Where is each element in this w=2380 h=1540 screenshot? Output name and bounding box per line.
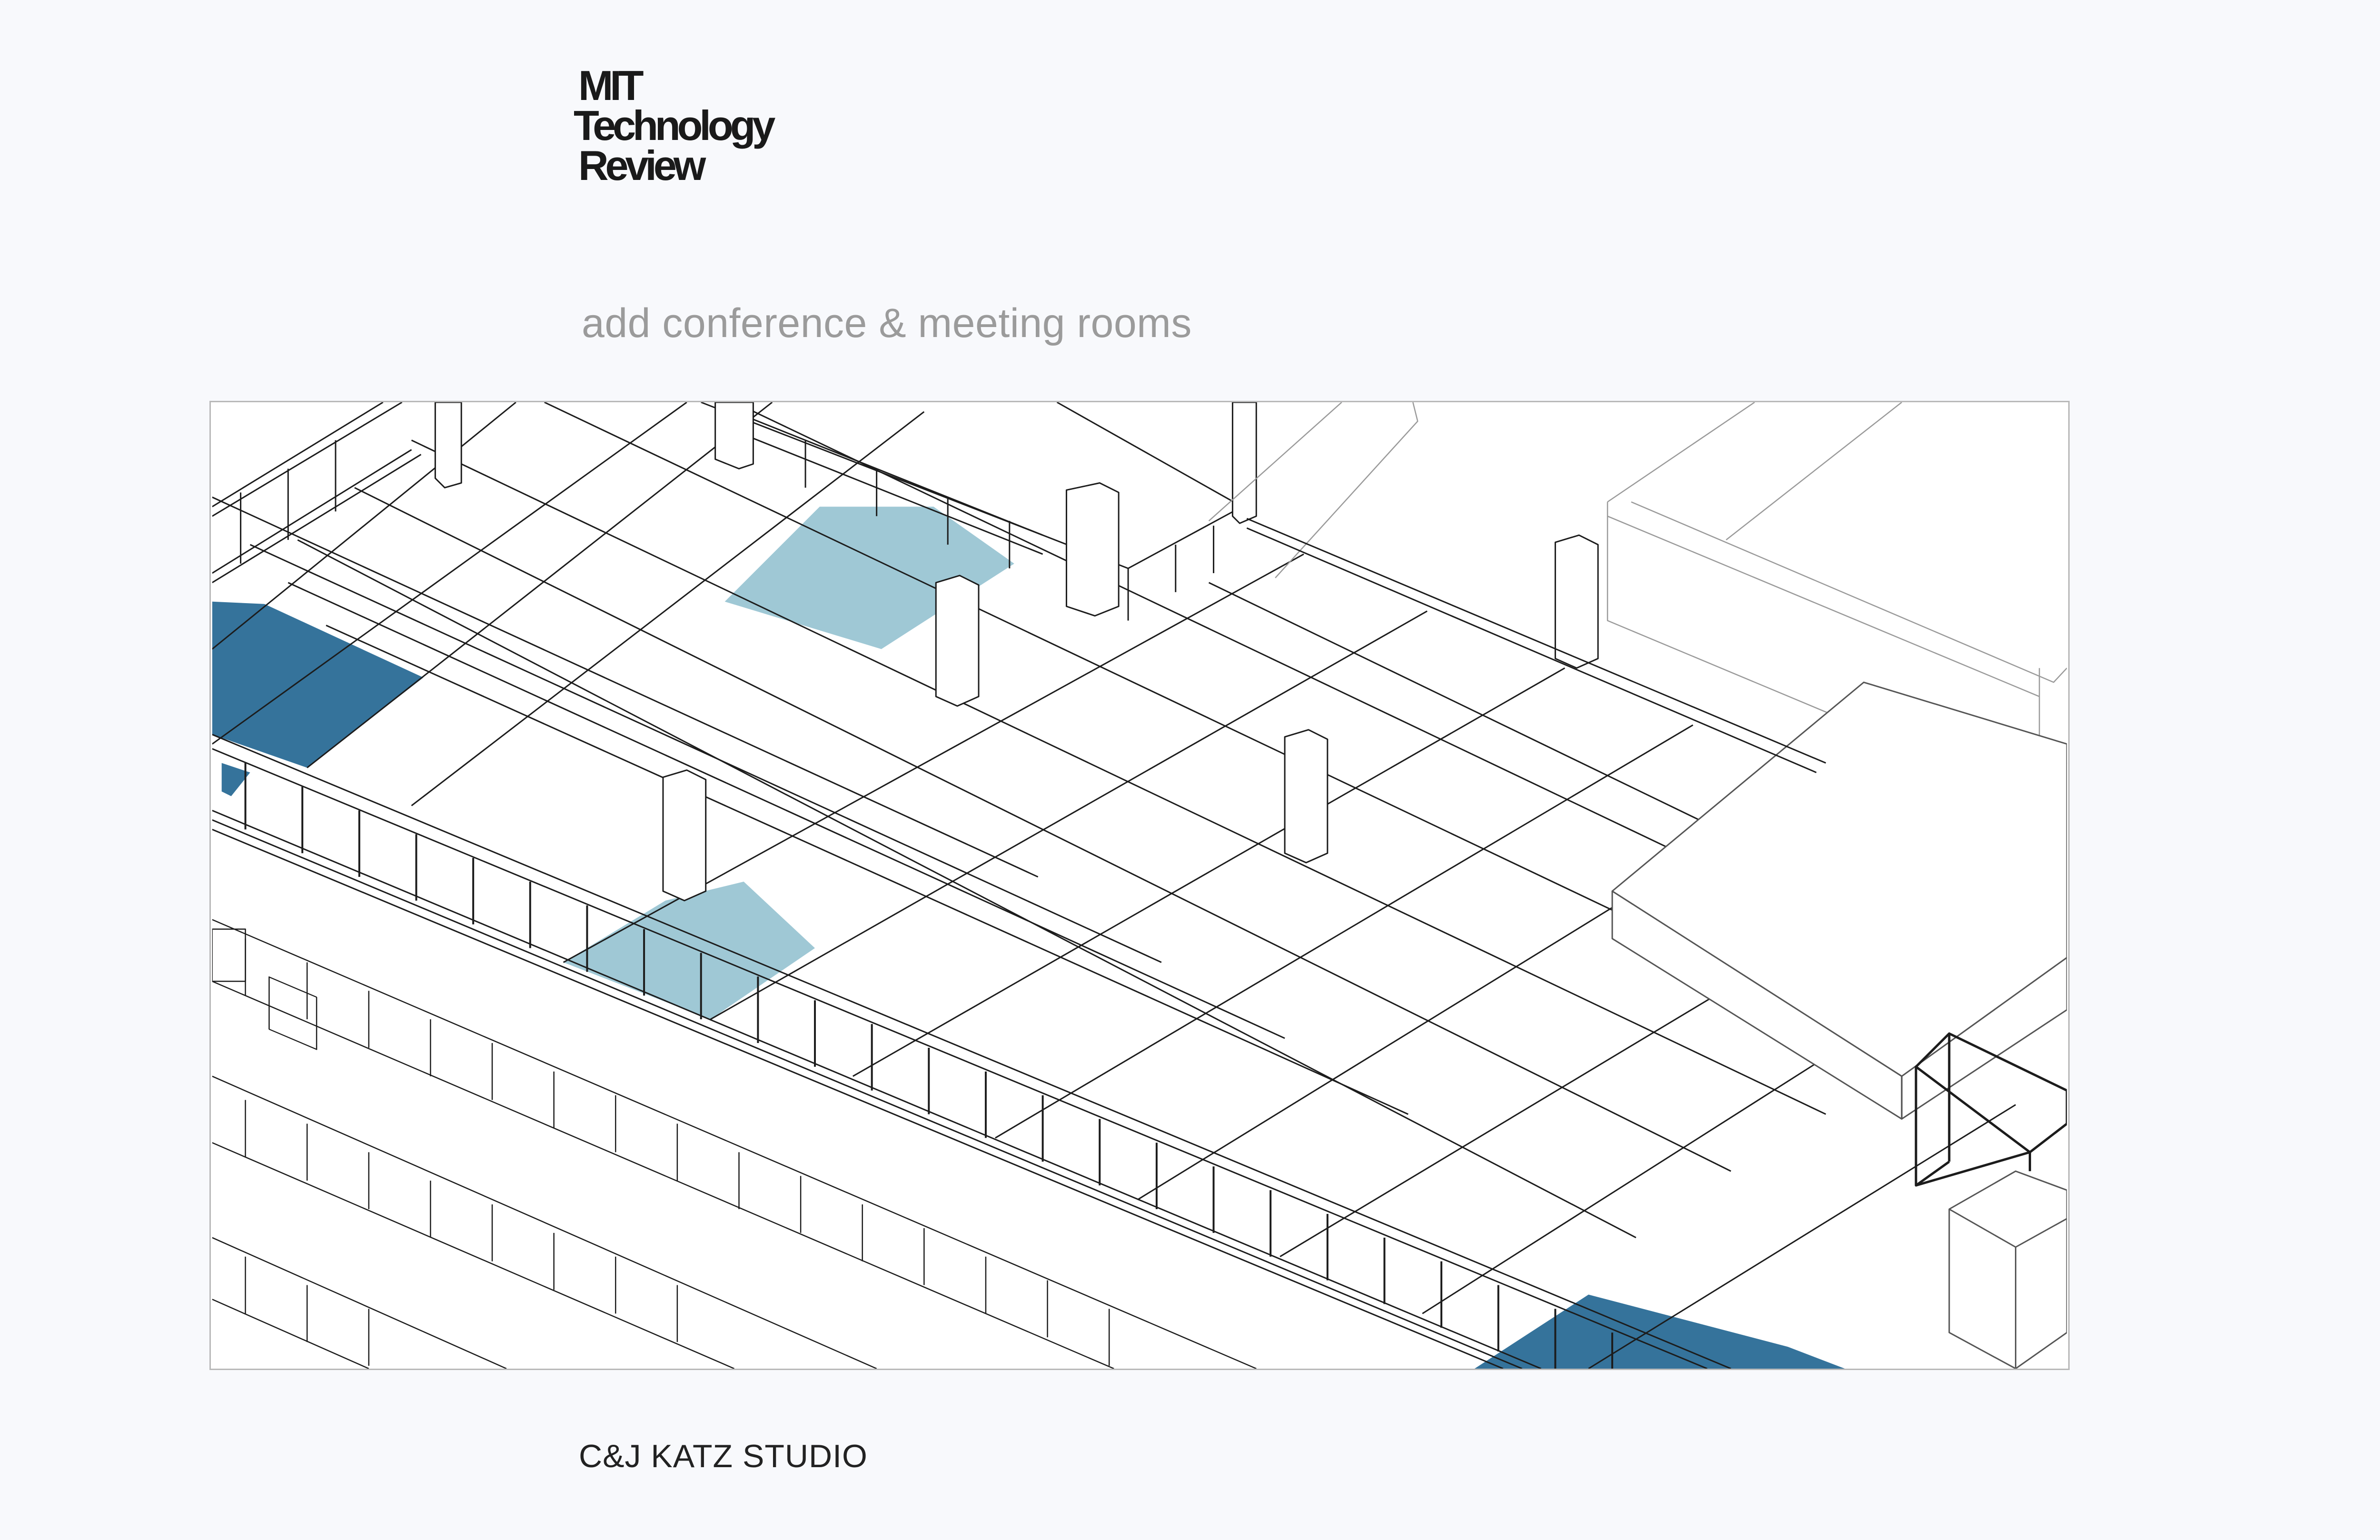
parapet-window-mullions bbox=[244, 763, 1614, 1369]
conference-room-dark-left bbox=[212, 601, 424, 768]
building-drawing-svg bbox=[212, 402, 2067, 1369]
right-back-ledge bbox=[1246, 517, 1826, 774]
mit-technology-review-logo: MIT Technology Review bbox=[574, 62, 821, 189]
meeting-room-light-top bbox=[724, 507, 1014, 649]
meeting-room-light-middle bbox=[563, 882, 815, 1020]
isometric-building-illustration bbox=[209, 401, 2070, 1370]
facade-lower-windows bbox=[212, 919, 1257, 1369]
dark-frame-bottom-right bbox=[1914, 1032, 2067, 1187]
column-5 bbox=[1554, 534, 1599, 669]
highlighted-room-tiles bbox=[212, 507, 1845, 1369]
bottom-right-box bbox=[1948, 1170, 2067, 1369]
small-dark-patch-left bbox=[221, 763, 250, 796]
conference-room-dark-bottom bbox=[1474, 1294, 1845, 1369]
illustration-caption: add conference & meeting rooms bbox=[582, 300, 1192, 346]
column-4 bbox=[935, 575, 980, 707]
columns bbox=[434, 402, 1599, 902]
back-left-window-wall bbox=[212, 402, 422, 584]
facade-window-row-1 bbox=[212, 928, 317, 1050]
column-1 bbox=[434, 402, 462, 488]
back-middle-glazed-block bbox=[701, 402, 1243, 621]
right-box bbox=[1611, 681, 2067, 1120]
column-3 bbox=[1065, 482, 1120, 617]
logo-line-technology: Technology bbox=[574, 102, 775, 149]
studio-credit: C&J KATZ STUDIO bbox=[579, 1438, 868, 1474]
column-8 bbox=[1231, 402, 1257, 524]
front-parapet bbox=[212, 734, 1731, 1369]
floor-grid-lines-b bbox=[212, 402, 2016, 1369]
logo-line-mit: MIT bbox=[578, 62, 644, 109]
column-7 bbox=[662, 769, 707, 902]
logo-line-review: Review bbox=[578, 142, 706, 189]
column-6 bbox=[1284, 729, 1329, 864]
column-2 bbox=[714, 402, 754, 470]
